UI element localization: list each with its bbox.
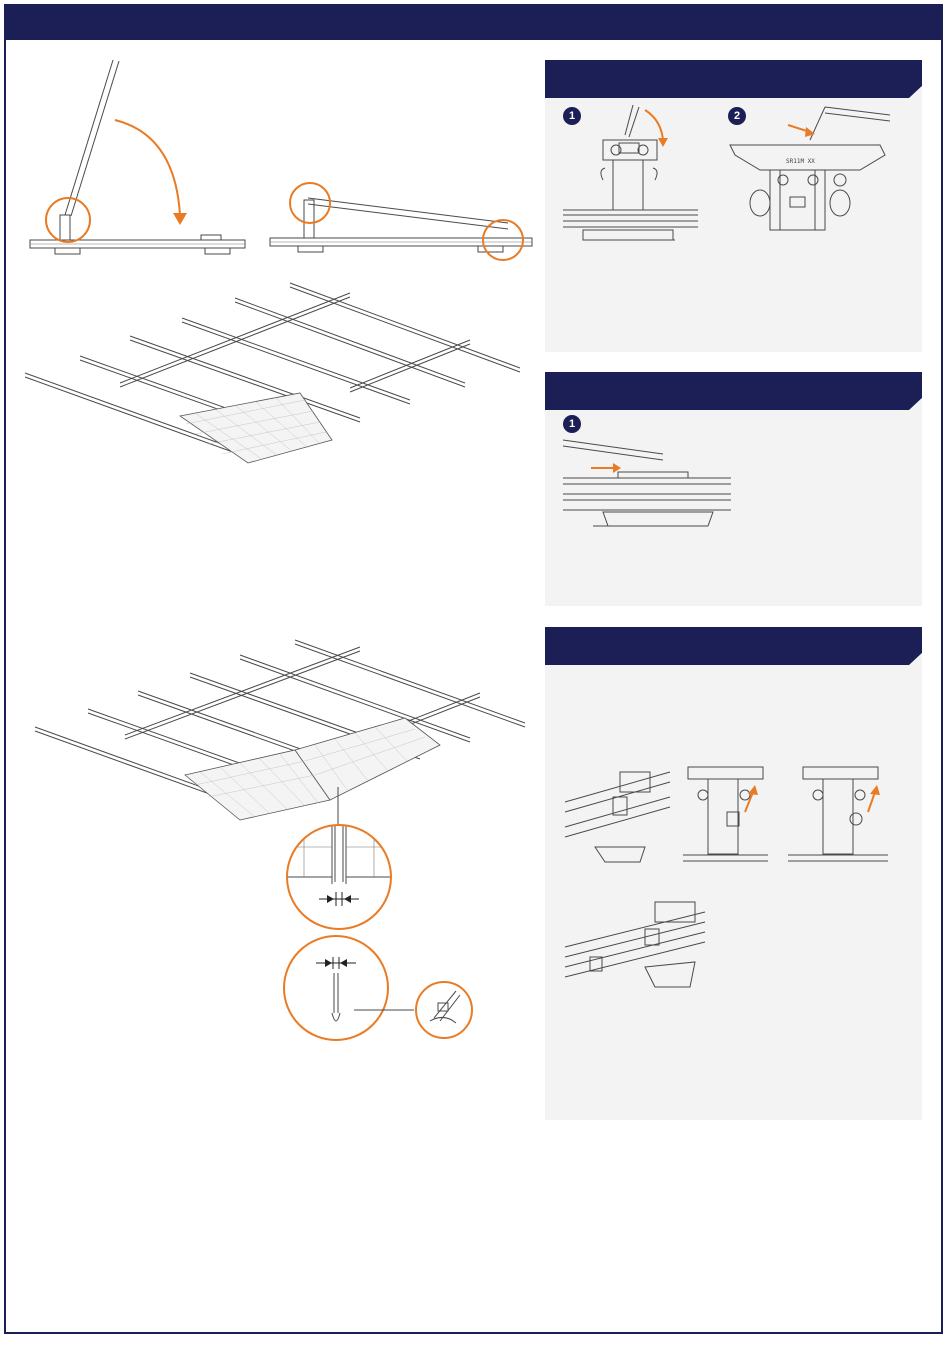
instruction-panel-3 bbox=[545, 627, 922, 1120]
crimp-tool-icon bbox=[430, 991, 460, 1023]
panel-1-step-2-figure: SR11M XX bbox=[730, 105, 920, 245]
instruction-panel-1: 1 2 SR11M XX bbox=[545, 60, 922, 352]
panel-1-header bbox=[545, 60, 922, 98]
rail-array-one-module bbox=[20, 278, 530, 478]
module-gap-detail bbox=[284, 822, 394, 932]
step-badge-1: 1 bbox=[563, 415, 581, 433]
panel-2-step-1-figure bbox=[563, 436, 738, 536]
panel-3-clamp-figure-a bbox=[565, 767, 675, 872]
panel-3-clamp-figure-b bbox=[683, 767, 768, 872]
straight-arrow-icon bbox=[748, 785, 758, 795]
label-sr11m: SR11M XX bbox=[786, 158, 815, 165]
tilt-rail-figure-left bbox=[25, 55, 285, 275]
panel-3-header bbox=[545, 627, 922, 665]
curved-arrow-icon bbox=[115, 120, 180, 215]
clamp-gap-detail bbox=[284, 933, 484, 1043]
panel-3-clamp-figure-c bbox=[788, 767, 893, 872]
curved-arrow-icon bbox=[658, 138, 668, 147]
straight-arrow-icon bbox=[870, 785, 880, 795]
panel-2-header bbox=[545, 372, 922, 410]
panel-3-clamp-figure-d bbox=[565, 887, 715, 997]
tilt-rail-figure-right bbox=[268, 178, 538, 268]
panel-1-step-1-figure bbox=[563, 105, 703, 255]
instruction-panel-2: 1 bbox=[545, 372, 922, 606]
gap-arrows-icon bbox=[316, 957, 356, 969]
rail-array-two-modules bbox=[30, 635, 540, 825]
